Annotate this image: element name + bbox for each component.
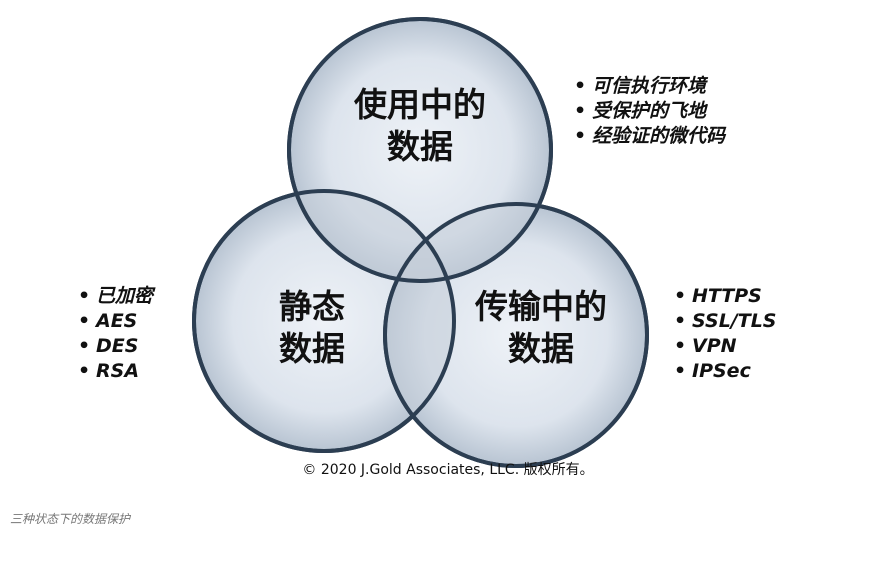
bullets-at-rest: 已加密 AES DES RSA — [78, 284, 153, 384]
bullet-item: HTTPS — [674, 284, 777, 309]
bullets-in-transit: HTTPS SSL/TLS VPN IPSec — [674, 284, 777, 384]
circle-title-at-rest: 静态 数据 — [279, 287, 345, 368]
venn-diagram-figure: 使用中的 数据 静态 数据 传输中的 数据 可信执行环境 受保护的飞地 经验证的… — [68, 14, 828, 492]
overlap-use-rest — [289, 191, 454, 281]
bullet-item: SSL/TLS — [674, 309, 777, 334]
bullets-in-use: 可信执行环境 受保护的飞地 经验证的微代码 — [574, 74, 725, 149]
venn-diagram-svg — [192, 17, 649, 468]
bullet-item: IPSec — [674, 359, 777, 384]
bullet-item: VPN — [674, 334, 777, 359]
circle-title-in-transit: 传输中的 数据 — [475, 287, 607, 368]
bullet-item: DES — [78, 334, 153, 359]
copyright-notice: © 2020 J.Gold Associates, LLC. 版权所有。 — [302, 462, 594, 478]
bullet-item: AES — [78, 309, 153, 334]
bullet-item: 已加密 — [78, 284, 153, 309]
bullet-item: RSA — [78, 359, 153, 384]
circle-title-in-use: 使用中的 数据 — [354, 85, 486, 166]
bullet-item: 经验证的微代码 — [574, 124, 725, 149]
bullet-item: 受保护的飞地 — [574, 99, 725, 124]
figure-caption: 三种状态下的数据保护 — [10, 512, 131, 526]
overlap-use-transit — [385, 204, 551, 281]
bullet-item: 可信执行环境 — [574, 74, 725, 99]
